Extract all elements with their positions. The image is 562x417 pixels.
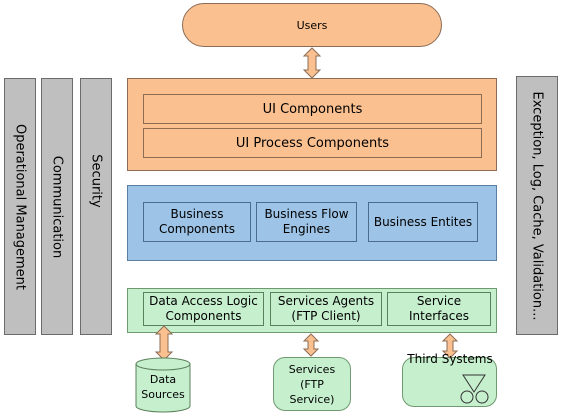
- security-bar: Security: [80, 78, 112, 335]
- business-entities-label: Business Entites: [373, 214, 473, 229]
- ui-components-label: UI Components: [262, 101, 363, 117]
- services-ftp-node: Services (FTP Service): [273, 357, 351, 411]
- business-entities-box: Business Entites: [368, 202, 478, 242]
- services-line2: (FTP: [300, 377, 324, 391]
- business-flow-engines-box: Business Flow Engines: [256, 202, 357, 242]
- data-access-logic-box: Data Access Logic Components: [143, 292, 264, 326]
- data-sources-line2: Sources: [141, 388, 185, 401]
- dal-line1: Data Access Logic: [149, 294, 258, 308]
- agents-line2: (FTP Client): [291, 309, 361, 323]
- business-flow-line1: Business Flow: [264, 207, 349, 221]
- agents-services-arrow: [302, 333, 320, 357]
- business-components-line2: Components: [159, 222, 235, 236]
- data-sources-cylinder: [135, 357, 191, 413]
- communication-bar: Communication: [41, 78, 73, 335]
- interfaces-line2: Interfaces: [409, 309, 469, 323]
- business-components-line1: Business: [170, 207, 224, 221]
- services-agents-box: Services Agents (FTP Client): [270, 292, 382, 326]
- interfaces-third-arrow: [441, 333, 459, 359]
- interfaces-line1: Service: [416, 294, 462, 308]
- users-label: Users: [296, 18, 328, 32]
- ui-process-components-label: UI Process Components: [235, 135, 390, 151]
- ui-process-components-box: UI Process Components: [143, 128, 482, 158]
- data-sources-line1: Data: [149, 373, 177, 386]
- data-sources-label: Data Sources: [136, 372, 190, 402]
- services-line1: Services: [288, 362, 336, 376]
- business-flow-line2: Engines: [282, 222, 331, 236]
- operational-management-bar: Operational Management: [4, 78, 36, 335]
- service-interfaces-box: Service Interfaces: [387, 292, 491, 326]
- dal-datasources-arrow: [154, 325, 174, 361]
- users-ui-arrow: [302, 47, 322, 79]
- users-node: Users: [182, 3, 442, 47]
- dal-line2: Components: [165, 309, 242, 323]
- crosscutting-bar: Exception, Log, Cache, Validation...: [516, 76, 558, 335]
- third-systems-label: Third Systems: [407, 352, 493, 366]
- third-systems-icon: [460, 374, 489, 404]
- agents-line1: Services Agents: [277, 294, 375, 308]
- services-line3: Service): [289, 392, 335, 406]
- business-components-box: Business Components: [143, 202, 251, 242]
- ui-components-box: UI Components: [143, 94, 482, 124]
